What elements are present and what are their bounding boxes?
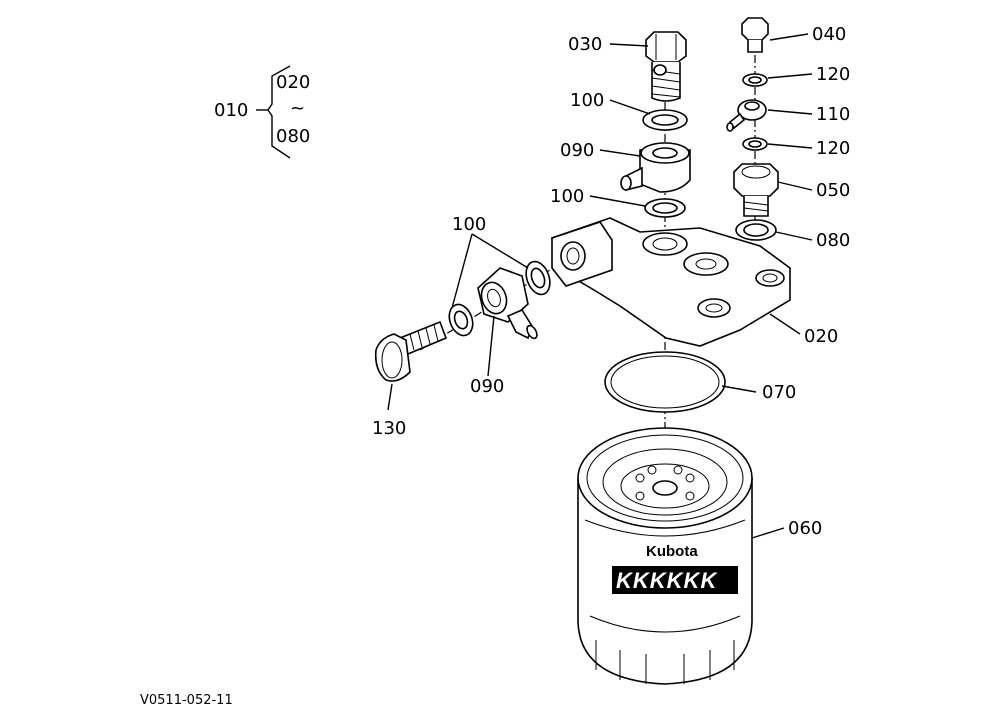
callout-100-upper: 100 <box>570 90 604 111</box>
legend-parent-number: 010 <box>214 100 248 121</box>
callout-130: 130 <box>372 418 406 439</box>
callout-030: 030 <box>568 34 602 55</box>
legend-range-end: 080 <box>276 126 310 147</box>
legend-range-start: 020 <box>276 72 310 93</box>
leader-lines <box>387 33 813 539</box>
callout-040: 040 <box>812 24 846 45</box>
callout-080: 080 <box>816 230 850 251</box>
callout-110: 110 <box>816 104 850 125</box>
filter-brand-band <box>612 566 738 594</box>
banjo-fitting-090-left <box>477 267 538 340</box>
washer-100-far-left <box>448 303 474 337</box>
washer-100-upper <box>642 109 688 131</box>
o-ring-070 <box>604 351 726 413</box>
washer-120-lower <box>742 137 768 151</box>
callout-070: 070 <box>762 382 796 403</box>
washer-100-middle <box>644 198 686 218</box>
plug-bolt-050 <box>733 163 779 217</box>
legend-range-tilde: ~ <box>290 98 305 119</box>
filter-band-pattern: KKKKKK <box>616 568 718 593</box>
assembly-legend: 010 020 ~ 080 <box>214 65 310 159</box>
eye-joint-110 <box>726 99 767 132</box>
filter-brand-text: Kubota <box>646 543 698 560</box>
washer-100-left <box>525 260 551 296</box>
bolt-040 <box>741 17 769 53</box>
filter-head-020 <box>551 217 791 347</box>
washer-080 <box>735 219 777 241</box>
figure-code: V0511-052-11 <box>140 693 233 708</box>
callout-120-lower: 120 <box>816 138 850 159</box>
filter-cartridge-060: Kubota KKKKKK <box>577 427 753 685</box>
callout-labels: 030 040 120 100 110 090 120 050 100 100 … <box>372 24 850 539</box>
callout-090-left: 090 <box>470 376 504 397</box>
banjo-bolt-030 <box>645 31 687 102</box>
callout-060: 060 <box>788 518 822 539</box>
callout-020: 020 <box>804 326 838 347</box>
callout-090-upper: 090 <box>560 140 594 161</box>
washer-120-upper <box>742 73 768 87</box>
callout-050: 050 <box>816 180 850 201</box>
callout-100-middle: 100 <box>550 186 584 207</box>
callout-100-left: 100 <box>452 214 486 235</box>
banjo-bolt-130 <box>374 320 448 382</box>
banjo-fitting-090-upper <box>620 142 691 193</box>
callout-120-upper: 120 <box>816 64 850 85</box>
